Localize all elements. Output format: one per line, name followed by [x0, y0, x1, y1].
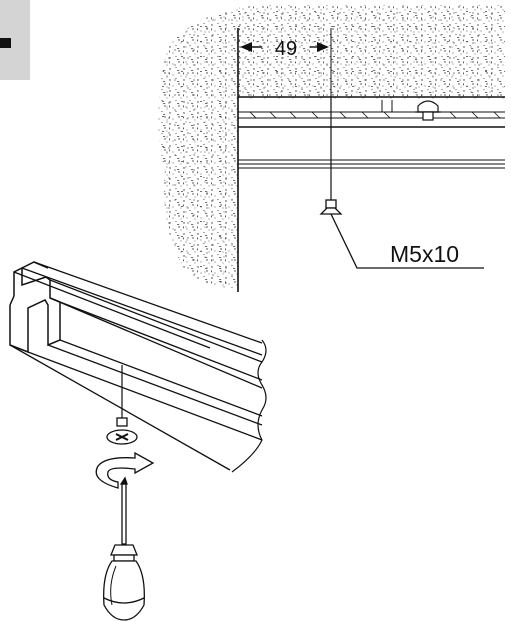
screwdriver-icon	[103, 476, 145, 621]
screw-label: M5x10	[390, 241, 459, 267]
profile-isometric-detail	[9, 261, 267, 473]
break-line	[231, 339, 267, 473]
leader-line	[330, 213, 484, 269]
dimension-49	[237, 28, 332, 97]
ceiling-section-detail: 49 M5x10	[158, 5, 505, 292]
screw-head-icon	[106, 417, 138, 445]
screw-m5x10	[319, 199, 343, 215]
concrete-texture	[158, 5, 505, 290]
profile-cut-end	[9, 299, 49, 354]
rotate-arrow-icon	[95, 451, 155, 489]
profile-cross-section	[238, 96, 505, 169]
step-marker	[0, 38, 11, 48]
step-tab	[0, 0, 30, 80]
dimension-label: 49	[275, 38, 297, 60]
profile-long-edges	[9, 261, 263, 471]
top-screw-nut	[415, 100, 441, 121]
